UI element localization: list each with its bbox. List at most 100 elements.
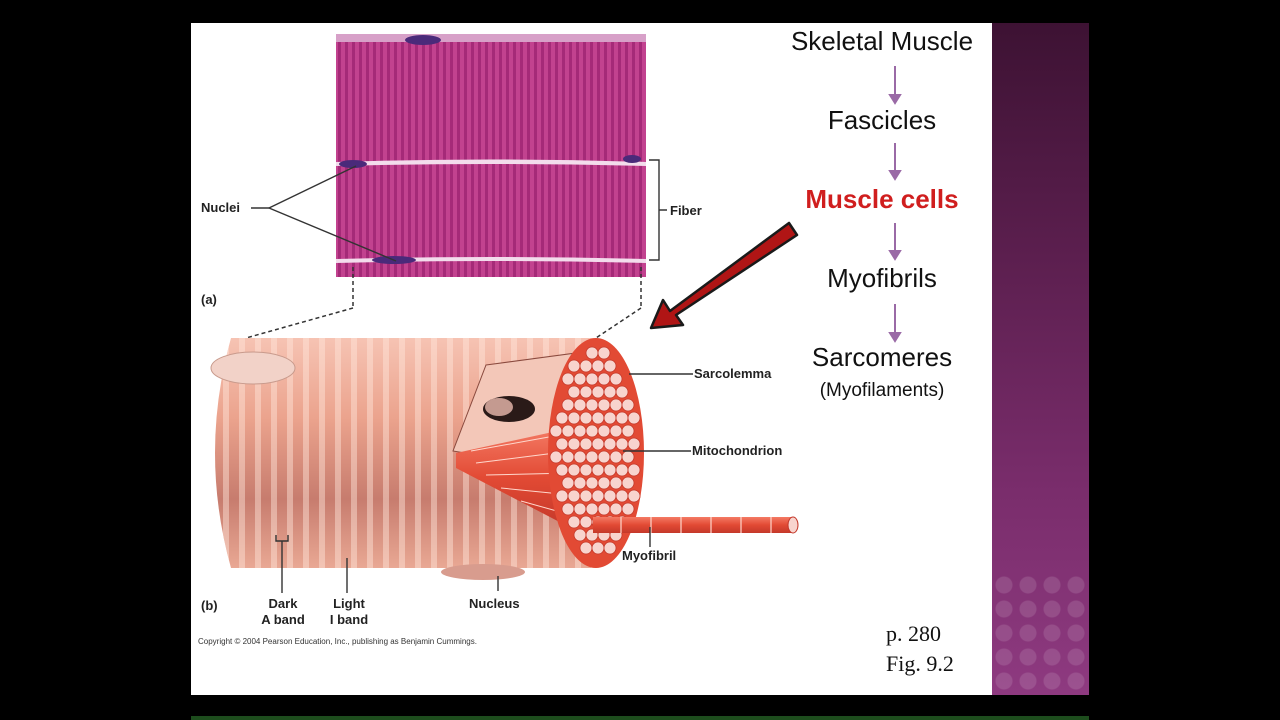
myofibril-end — [603, 359, 617, 373]
myofibril-end — [567, 437, 581, 451]
myofibril-end — [555, 437, 569, 451]
myofibril-end — [561, 450, 575, 464]
sidebar-pattern — [992, 573, 1089, 695]
projecting-myofibril — [593, 516, 799, 534]
myofibril-end — [591, 437, 605, 451]
myofibril-end — [627, 489, 641, 503]
myofibril-end — [591, 359, 605, 373]
figure-number: Fig. 9.2 — [886, 651, 954, 676]
panel-b-label: (b) — [201, 598, 218, 613]
myofibril-end — [561, 476, 575, 490]
myofibril-end — [579, 437, 593, 451]
myofibril-end — [603, 385, 617, 399]
nuclei-label: Nuclei — [201, 200, 241, 215]
dark-a-band-label: Dark A band — [253, 596, 313, 628]
myofibril-end — [591, 489, 605, 503]
myofibril-end — [609, 424, 623, 438]
fiber-label: Fiber — [670, 203, 702, 218]
myofibril-end — [591, 411, 605, 425]
myofibril-end — [579, 489, 593, 503]
mitochondrion-label: Mitochondrion — [692, 443, 783, 458]
myofibril-end — [567, 411, 581, 425]
myofibril-end — [615, 463, 629, 477]
slide: Nuclei Fiber (a) Sarcolemma Mitochondrio… — [191, 23, 992, 695]
myofibril-end — [561, 372, 575, 386]
myofibril-end — [591, 541, 605, 555]
myofibril-end — [597, 476, 611, 490]
myofibril-end — [597, 424, 611, 438]
myofibril-end — [609, 398, 623, 412]
nucleus-mark — [339, 160, 367, 168]
myofibril-end — [573, 450, 587, 464]
copyright-text: Copyright © 2004 Pearson Education, Inc.… — [198, 637, 477, 646]
zoom-lines — [245, 267, 642, 339]
myofibril-end — [609, 476, 623, 490]
myofibril-end — [585, 502, 599, 516]
myofibril-end — [615, 385, 629, 399]
myofibril-end — [579, 515, 593, 529]
myofibril-end — [561, 424, 575, 438]
myofibril-end — [603, 489, 617, 503]
myofibril-end — [561, 502, 575, 516]
myofibril-end — [573, 424, 587, 438]
light-i-band-label: Light I band — [324, 596, 374, 628]
myofibril-end — [555, 489, 569, 503]
myofibril-end — [615, 489, 629, 503]
myofibril-end — [609, 450, 623, 464]
decorative-sidebar — [992, 23, 1089, 695]
nucleus-bottom — [441, 564, 525, 580]
myofibril-end — [627, 463, 641, 477]
myofibril-label: Myofibril — [622, 548, 677, 563]
cross-section — [548, 338, 644, 568]
hierarchy-item-myofibrils: Myofibrils — [827, 263, 937, 293]
myofibril-end — [597, 398, 611, 412]
dark-band-line2: A band — [261, 612, 305, 627]
myofibril-end — [573, 398, 587, 412]
myofibril-end — [573, 372, 587, 386]
panel-b-leader-lines — [275, 373, 693, 593]
myofibril-end — [585, 424, 599, 438]
myofibril-end — [591, 463, 605, 477]
myofibril-end — [585, 372, 599, 386]
sarcolemma-label: Sarcolemma — [694, 366, 772, 381]
myofibril-end — [597, 346, 611, 360]
myofibril-end — [549, 424, 563, 438]
myofibril-end — [615, 437, 629, 451]
myofibril-end — [579, 541, 593, 555]
myofibril-end — [609, 502, 623, 516]
myofibril-end — [579, 359, 593, 373]
myofibril-end — [549, 450, 563, 464]
myofibril-end — [615, 411, 629, 425]
myofibril-end — [579, 411, 593, 425]
myofibril-end — [585, 450, 599, 464]
panel-a-label: (a) — [201, 292, 217, 307]
page-number: p. 280 — [886, 621, 941, 646]
myofibril-end — [621, 424, 635, 438]
myofibril-end — [567, 359, 581, 373]
myofibril-end — [573, 502, 587, 516]
light-band-line2: I band — [329, 612, 369, 627]
myofibril-end — [561, 398, 575, 412]
myofibril-end — [597, 502, 611, 516]
myofibril-end — [621, 476, 635, 490]
myofibril-end — [621, 398, 635, 412]
hierarchy-subitem-myofilaments: (Myofilaments) — [819, 380, 945, 401]
myofibril-end — [567, 489, 581, 503]
myofibril-end — [585, 476, 599, 490]
myofibril-end — [573, 528, 587, 542]
myofibril-end — [567, 463, 581, 477]
dark-band-line1: Dark — [268, 596, 298, 611]
nucleus-label: Nucleus — [469, 596, 520, 611]
myofibril-end — [603, 411, 617, 425]
myofibril-end — [579, 385, 593, 399]
hierarchy-item-skeletal-muscle: Skeletal Muscle — [790, 26, 974, 56]
myofibril-end — [591, 385, 605, 399]
myofibril-end — [567, 385, 581, 399]
hierarchy-item-muscle-cells: Muscle cells — [805, 184, 959, 214]
hierarchy-item-sarcomeres: Sarcomeres — [811, 342, 953, 372]
fiber-bracket — [649, 159, 667, 261]
page-reference: p. 280 Fig. 9.2 — [886, 619, 954, 679]
myofibril-end — [627, 411, 641, 425]
muscle-fiber-figure — [210, 34, 902, 593]
myofibril-end — [597, 372, 611, 386]
